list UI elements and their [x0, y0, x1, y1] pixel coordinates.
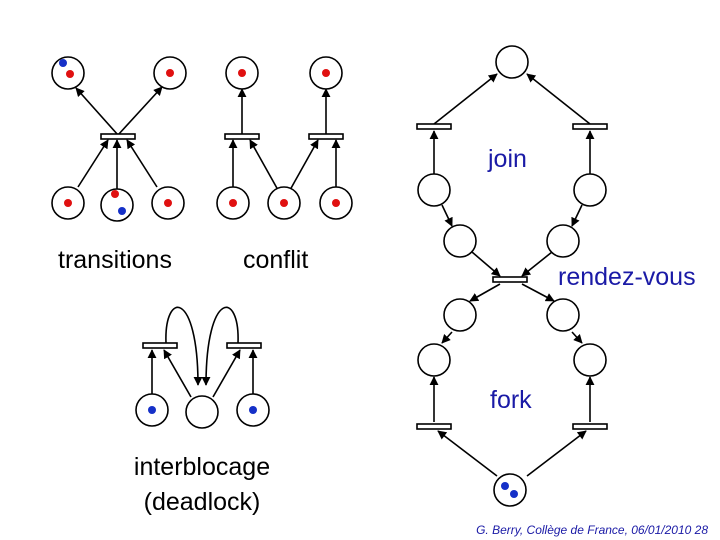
- token-red: [64, 199, 72, 207]
- place: [495, 45, 529, 79]
- label-join: join: [488, 145, 527, 173]
- transitions-group: [51, 56, 187, 222]
- token-red: [238, 69, 246, 77]
- tokens: [59, 59, 174, 215]
- transition-bar: [416, 123, 452, 130]
- transition-bar: [226, 342, 262, 349]
- token-blue: [59, 59, 67, 67]
- token-red: [166, 69, 174, 77]
- tokens: [501, 482, 518, 498]
- transition-bar: [224, 133, 260, 140]
- place: [546, 298, 580, 332]
- place: [417, 173, 451, 207]
- token-red: [66, 70, 74, 78]
- place: [493, 473, 527, 507]
- transition-bar: [100, 133, 136, 140]
- conflit-group: [216, 56, 353, 220]
- place: [185, 395, 219, 429]
- place: [573, 343, 607, 377]
- join-fork-group: [416, 45, 608, 507]
- transition-bar: [142, 342, 178, 349]
- token-blue: [249, 406, 257, 414]
- token-red: [164, 199, 172, 207]
- label-deadlock: (deadlock): [143, 488, 261, 516]
- token-blue: [501, 482, 509, 490]
- token-blue: [510, 490, 518, 498]
- slide-footer: G. Berry, Collège de France, 06/01/2010 …: [476, 523, 708, 537]
- deadlock-group: [135, 306, 270, 429]
- place: [443, 298, 477, 332]
- tokens: [148, 406, 257, 414]
- label-transitions: transitions: [58, 246, 172, 274]
- place: [443, 224, 477, 258]
- token-red: [280, 199, 288, 207]
- transition-bar: [492, 276, 528, 283]
- token-red: [322, 69, 330, 77]
- transition-bar: [308, 133, 344, 140]
- label-interblocage: interblocage: [133, 453, 271, 481]
- tokens: [229, 69, 340, 207]
- place: [573, 173, 607, 207]
- place: [417, 343, 451, 377]
- label-fork: fork: [490, 386, 532, 414]
- transition-bar: [416, 423, 452, 430]
- transition-bar: [572, 423, 608, 430]
- token-blue: [118, 207, 126, 215]
- token-red: [332, 199, 340, 207]
- transition-bar: [572, 123, 608, 130]
- token-red: [229, 199, 237, 207]
- place: [546, 224, 580, 258]
- token-blue: [148, 406, 156, 414]
- label-conflit: conflit: [243, 246, 309, 274]
- token-red: [111, 190, 119, 198]
- label-rendez-vous: rendez-vous: [558, 263, 696, 291]
